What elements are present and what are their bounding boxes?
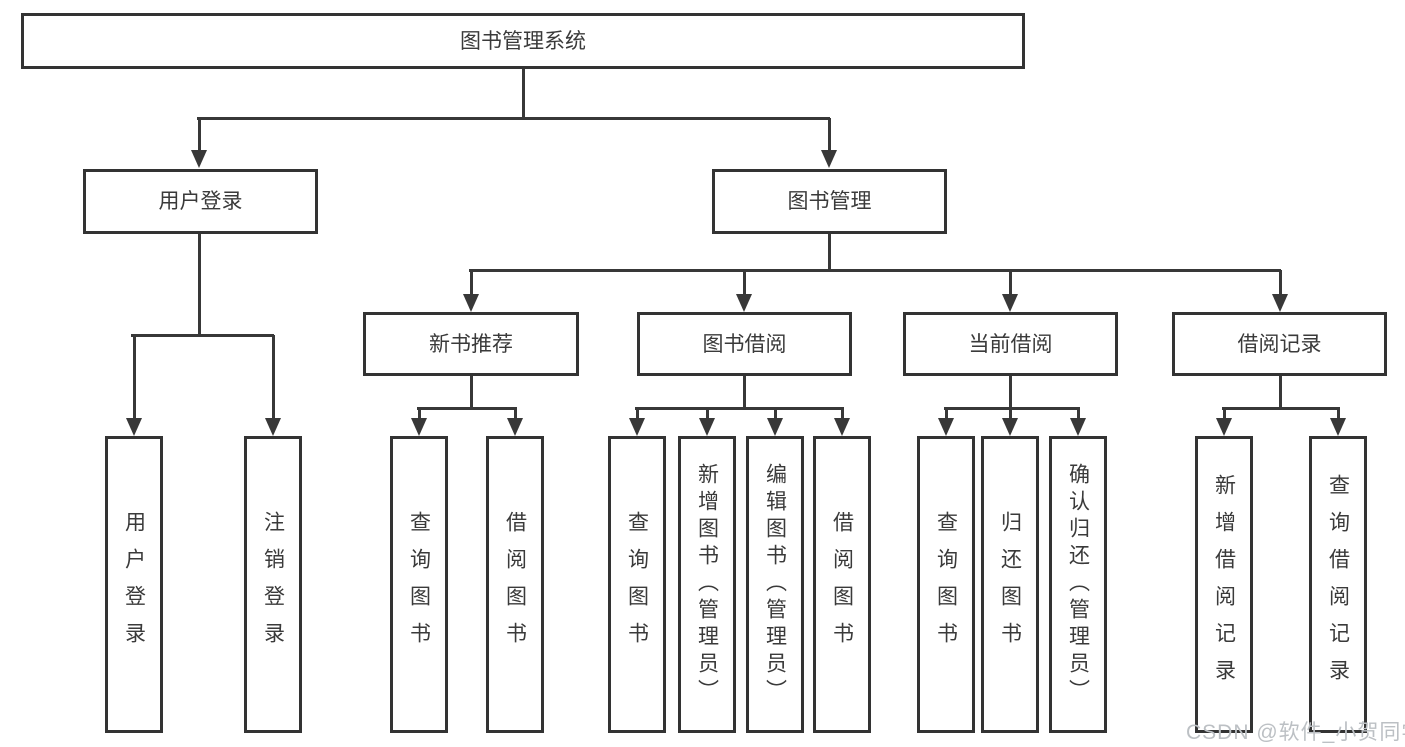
node-borrow-records: 借阅记录 (1172, 312, 1387, 376)
node-user-login: 用户登录 (83, 169, 318, 234)
arrowhead (834, 418, 850, 436)
arrowhead (1070, 418, 1086, 436)
connector (133, 335, 136, 419)
arrowhead (507, 418, 523, 436)
node-new-book-recommend: 新书推荐 (363, 312, 579, 376)
leaf-borrow-edit-admin: 编辑图书（管理员） (746, 436, 804, 733)
leaf-borrow-query: 查询图书 (608, 436, 666, 733)
arrowhead (191, 150, 207, 168)
connector (636, 408, 639, 419)
connector (469, 269, 1281, 272)
leaf-current-query: 查询图书 (917, 436, 975, 733)
node-book-management: 图书管理 (712, 169, 947, 234)
arrowhead (463, 294, 479, 312)
connector (774, 408, 777, 419)
connector (131, 334, 274, 337)
leaf-records-query: 查询借阅记录 (1309, 436, 1367, 733)
connector (418, 408, 421, 419)
connector (828, 118, 831, 151)
leaf-borrow-borrow: 借阅图书 (813, 436, 871, 733)
arrowhead (1330, 418, 1346, 436)
arrowhead (1272, 294, 1288, 312)
arrowhead (938, 418, 954, 436)
arrowhead (1002, 294, 1018, 312)
connector (470, 270, 473, 295)
leaf-newbooks-borrow: 借阅图书 (486, 436, 544, 733)
leaf-current-confirm-admin: 确认归还（管理员） (1049, 436, 1107, 733)
connector (945, 408, 948, 419)
connector (944, 407, 1080, 410)
arrowhead (629, 418, 645, 436)
arrowhead (767, 418, 783, 436)
leaf-newbooks-query: 查询图书 (390, 436, 448, 733)
connector (197, 117, 830, 120)
arrowhead (736, 294, 752, 312)
connector (743, 376, 746, 409)
connector (1009, 408, 1012, 419)
connector (1279, 376, 1282, 409)
node-book-borrow: 图书借阅 (637, 312, 852, 376)
connector (470, 376, 473, 409)
connector (272, 335, 275, 419)
arrowhead (126, 418, 142, 436)
connector (743, 270, 746, 295)
connector (198, 234, 201, 336)
watermark: CSDN @软件_小贺同学 (1186, 721, 1405, 744)
connector (706, 408, 709, 419)
node-root: 图书管理系统 (21, 13, 1025, 69)
node-current-borrow: 当前借阅 (903, 312, 1118, 376)
leaf-records-add: 新增借阅记录 (1195, 436, 1253, 733)
connector (635, 407, 844, 410)
connector (514, 408, 517, 419)
arrowhead (265, 418, 281, 436)
connector (1077, 408, 1080, 419)
connector (1222, 407, 1340, 410)
connector (1009, 270, 1012, 295)
connector (198, 118, 201, 151)
connector (841, 408, 844, 419)
leaf-user-login: 用户登录 (105, 436, 163, 733)
connector (1279, 270, 1282, 295)
leaf-borrow-add-admin: 新增图书（管理员） (678, 436, 736, 733)
leaf-current-return: 归还图书 (981, 436, 1039, 733)
leaf-logout: 注销登录 (244, 436, 302, 733)
arrowhead (1002, 418, 1018, 436)
connector (828, 234, 831, 271)
arrowhead (699, 418, 715, 436)
arrowhead (1216, 418, 1232, 436)
connector (1337, 408, 1340, 419)
arrowhead (411, 418, 427, 436)
connector (522, 69, 525, 118)
arrowhead (821, 150, 837, 168)
connector (1009, 376, 1012, 409)
connector (417, 407, 517, 410)
connector (1223, 408, 1226, 419)
